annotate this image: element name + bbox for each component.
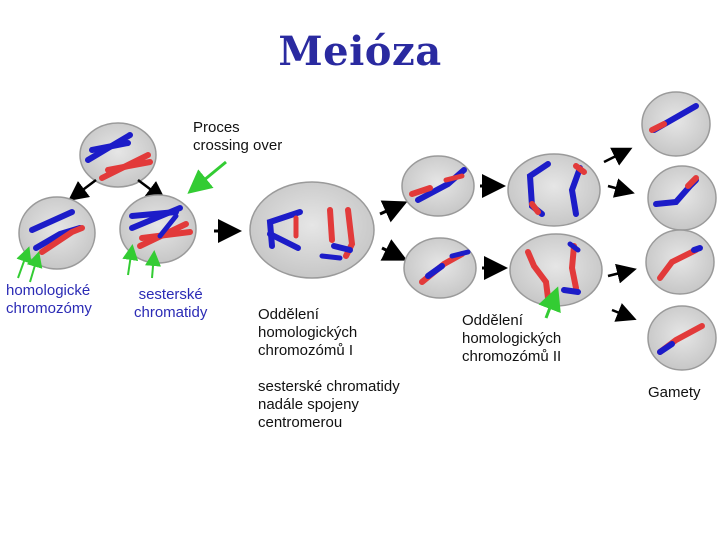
arrow-icon xyxy=(608,186,630,192)
cell-daughter-top xyxy=(402,156,474,216)
arrow-icon xyxy=(608,270,632,276)
pointer-icon xyxy=(18,250,28,278)
gamete-3 xyxy=(646,230,714,294)
gamete-1 xyxy=(642,92,710,156)
label-separation-1: Oddělení homologických chromozómů I xyxy=(258,306,357,360)
label-crossing-over: Proces crossing over xyxy=(193,119,282,155)
label-separation-2: Oddělení homologických chromozómů II xyxy=(462,312,561,366)
arrow-icon xyxy=(612,310,632,318)
label-gametes: Gamety xyxy=(648,384,701,402)
label-sister-chromatids: sesterské chromatidy xyxy=(134,286,207,322)
pointer-icon xyxy=(192,162,226,190)
cell-anaphase-2-top xyxy=(508,154,600,226)
cell-daughter-bottom xyxy=(404,238,476,298)
arrow-icon xyxy=(72,180,96,198)
gamete-2 xyxy=(648,166,716,230)
cell-anaphase-1 xyxy=(250,182,374,278)
parent-cell xyxy=(80,123,156,187)
label-homologous-chromosomes: homologické chromozómy xyxy=(6,282,92,318)
arrow-icon xyxy=(380,204,402,214)
arrow-icon xyxy=(604,150,628,162)
cell-homologous xyxy=(19,197,95,269)
gamete-4 xyxy=(648,306,716,370)
arrow-icon xyxy=(382,248,402,258)
label-sister-joined: sesterské chromatidy nadále spojeny cent… xyxy=(258,378,400,432)
